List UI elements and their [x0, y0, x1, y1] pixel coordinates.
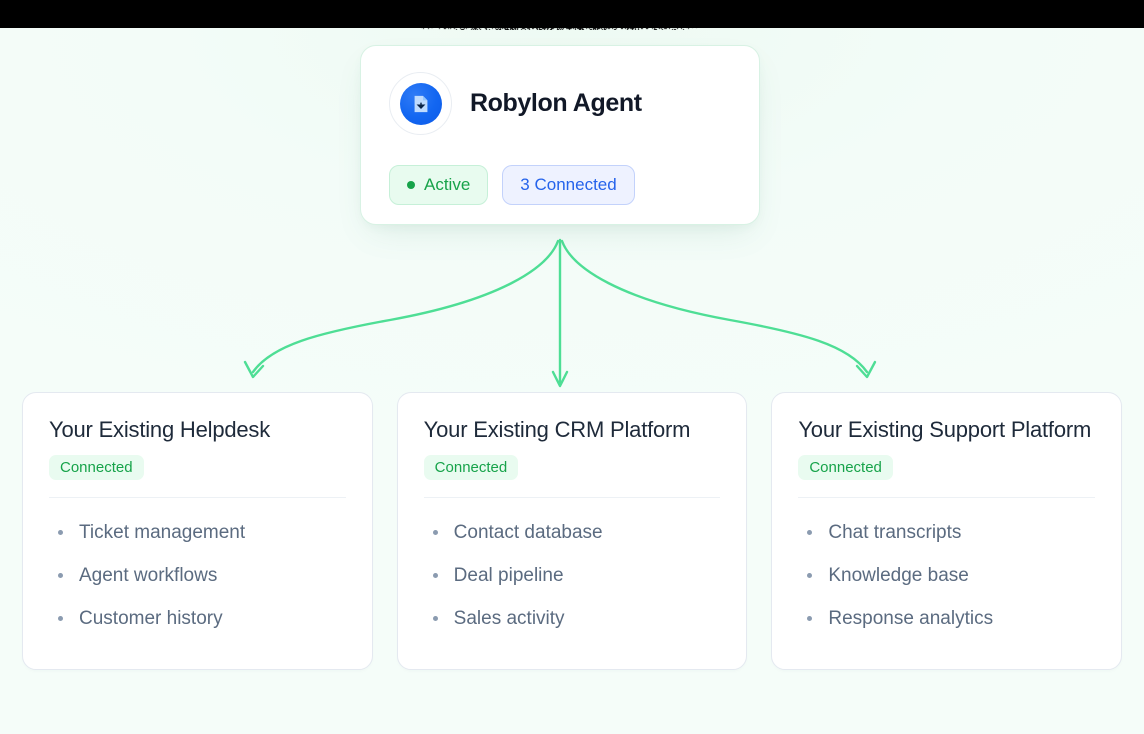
bullet-icon [433, 573, 438, 578]
integration-card-crm[interactable]: Your Existing CRM Platform Connected Con… [397, 392, 748, 670]
feature-label: Chat transcripts [828, 522, 961, 543]
feature-label: Customer history [79, 608, 223, 629]
list-item: Customer history [49, 598, 346, 641]
feature-label: Ticket management [79, 522, 245, 543]
divider [798, 497, 1095, 498]
feature-label: Contact database [454, 522, 603, 543]
status-dot-icon [407, 181, 415, 189]
connected-count-badge[interactable]: 3 Connected [502, 165, 634, 205]
agent-card[interactable]: Robylon Agent Active 3 Connected [360, 45, 760, 225]
list-item: Agent workflows [49, 555, 346, 598]
integration-title: Your Existing Helpdesk [49, 417, 346, 442]
document-arrow-icon [410, 93, 432, 115]
list-item: Ticket management [49, 512, 346, 555]
list-item: Deal pipeline [424, 555, 721, 598]
integration-cards-row: Your Existing Helpdesk Connected Ticket … [22, 392, 1122, 670]
divider [424, 497, 721, 498]
feature-list: Contact database Deal pipeline Sales act… [424, 512, 721, 640]
connected-count-label: 3 Connected [520, 175, 616, 195]
status-badge-label: Active [424, 175, 470, 195]
list-item: Knowledge base [798, 555, 1095, 598]
bullet-icon [58, 616, 63, 621]
bullet-icon [433, 530, 438, 535]
bullet-icon [58, 573, 63, 578]
dithered-edge-texture [349, 4, 771, 30]
avatar [389, 72, 452, 135]
list-item: Chat transcripts [798, 512, 1095, 555]
bullet-icon [807, 616, 812, 621]
status-badge: Connected [49, 455, 144, 480]
feature-label: Knowledge base [828, 565, 969, 586]
integration-card-support[interactable]: Your Existing Support Platform Connected… [771, 392, 1122, 670]
list-item: Sales activity [424, 598, 721, 641]
integration-card-helpdesk[interactable]: Your Existing Helpdesk Connected Ticket … [22, 392, 373, 670]
feature-label: Deal pipeline [454, 565, 564, 586]
divider [49, 497, 346, 498]
avatar-circle [400, 83, 442, 125]
bullet-icon [807, 573, 812, 578]
bullet-icon [807, 530, 812, 535]
integration-title: Your Existing Support Platform [798, 417, 1095, 442]
status-badge: Connected [798, 455, 893, 480]
agent-header: Robylon Agent [389, 72, 731, 135]
list-item: Contact database [424, 512, 721, 555]
feature-list: Chat transcripts Knowledge base Response… [798, 512, 1095, 640]
list-item: Response analytics [798, 598, 1095, 641]
status-badge: Connected [424, 455, 519, 480]
agent-name: Robylon Agent [470, 89, 642, 118]
status-badge-active[interactable]: Active [389, 165, 488, 205]
bullet-icon [58, 530, 63, 535]
agent-badge-row: Active 3 Connected [389, 165, 731, 205]
feature-label: Agent workflows [79, 565, 217, 586]
bullet-icon [433, 616, 438, 621]
feature-label: Response analytics [828, 608, 993, 629]
feature-label: Sales activity [454, 608, 565, 629]
integration-title: Your Existing CRM Platform [424, 417, 721, 442]
feature-list: Ticket management Agent workflows Custom… [49, 512, 346, 640]
